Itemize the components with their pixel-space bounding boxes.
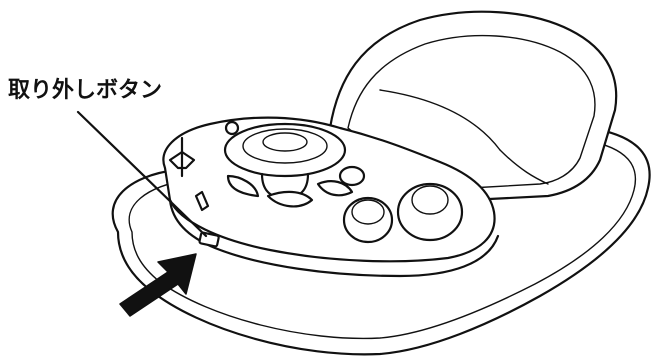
- toy-knob-small: [226, 122, 238, 134]
- release-button: [199, 232, 219, 247]
- toy-button-large: [344, 198, 392, 242]
- toy-dome: [398, 184, 462, 240]
- steering-wheel-outer: [225, 124, 345, 176]
- toy-button-small: [340, 167, 364, 185]
